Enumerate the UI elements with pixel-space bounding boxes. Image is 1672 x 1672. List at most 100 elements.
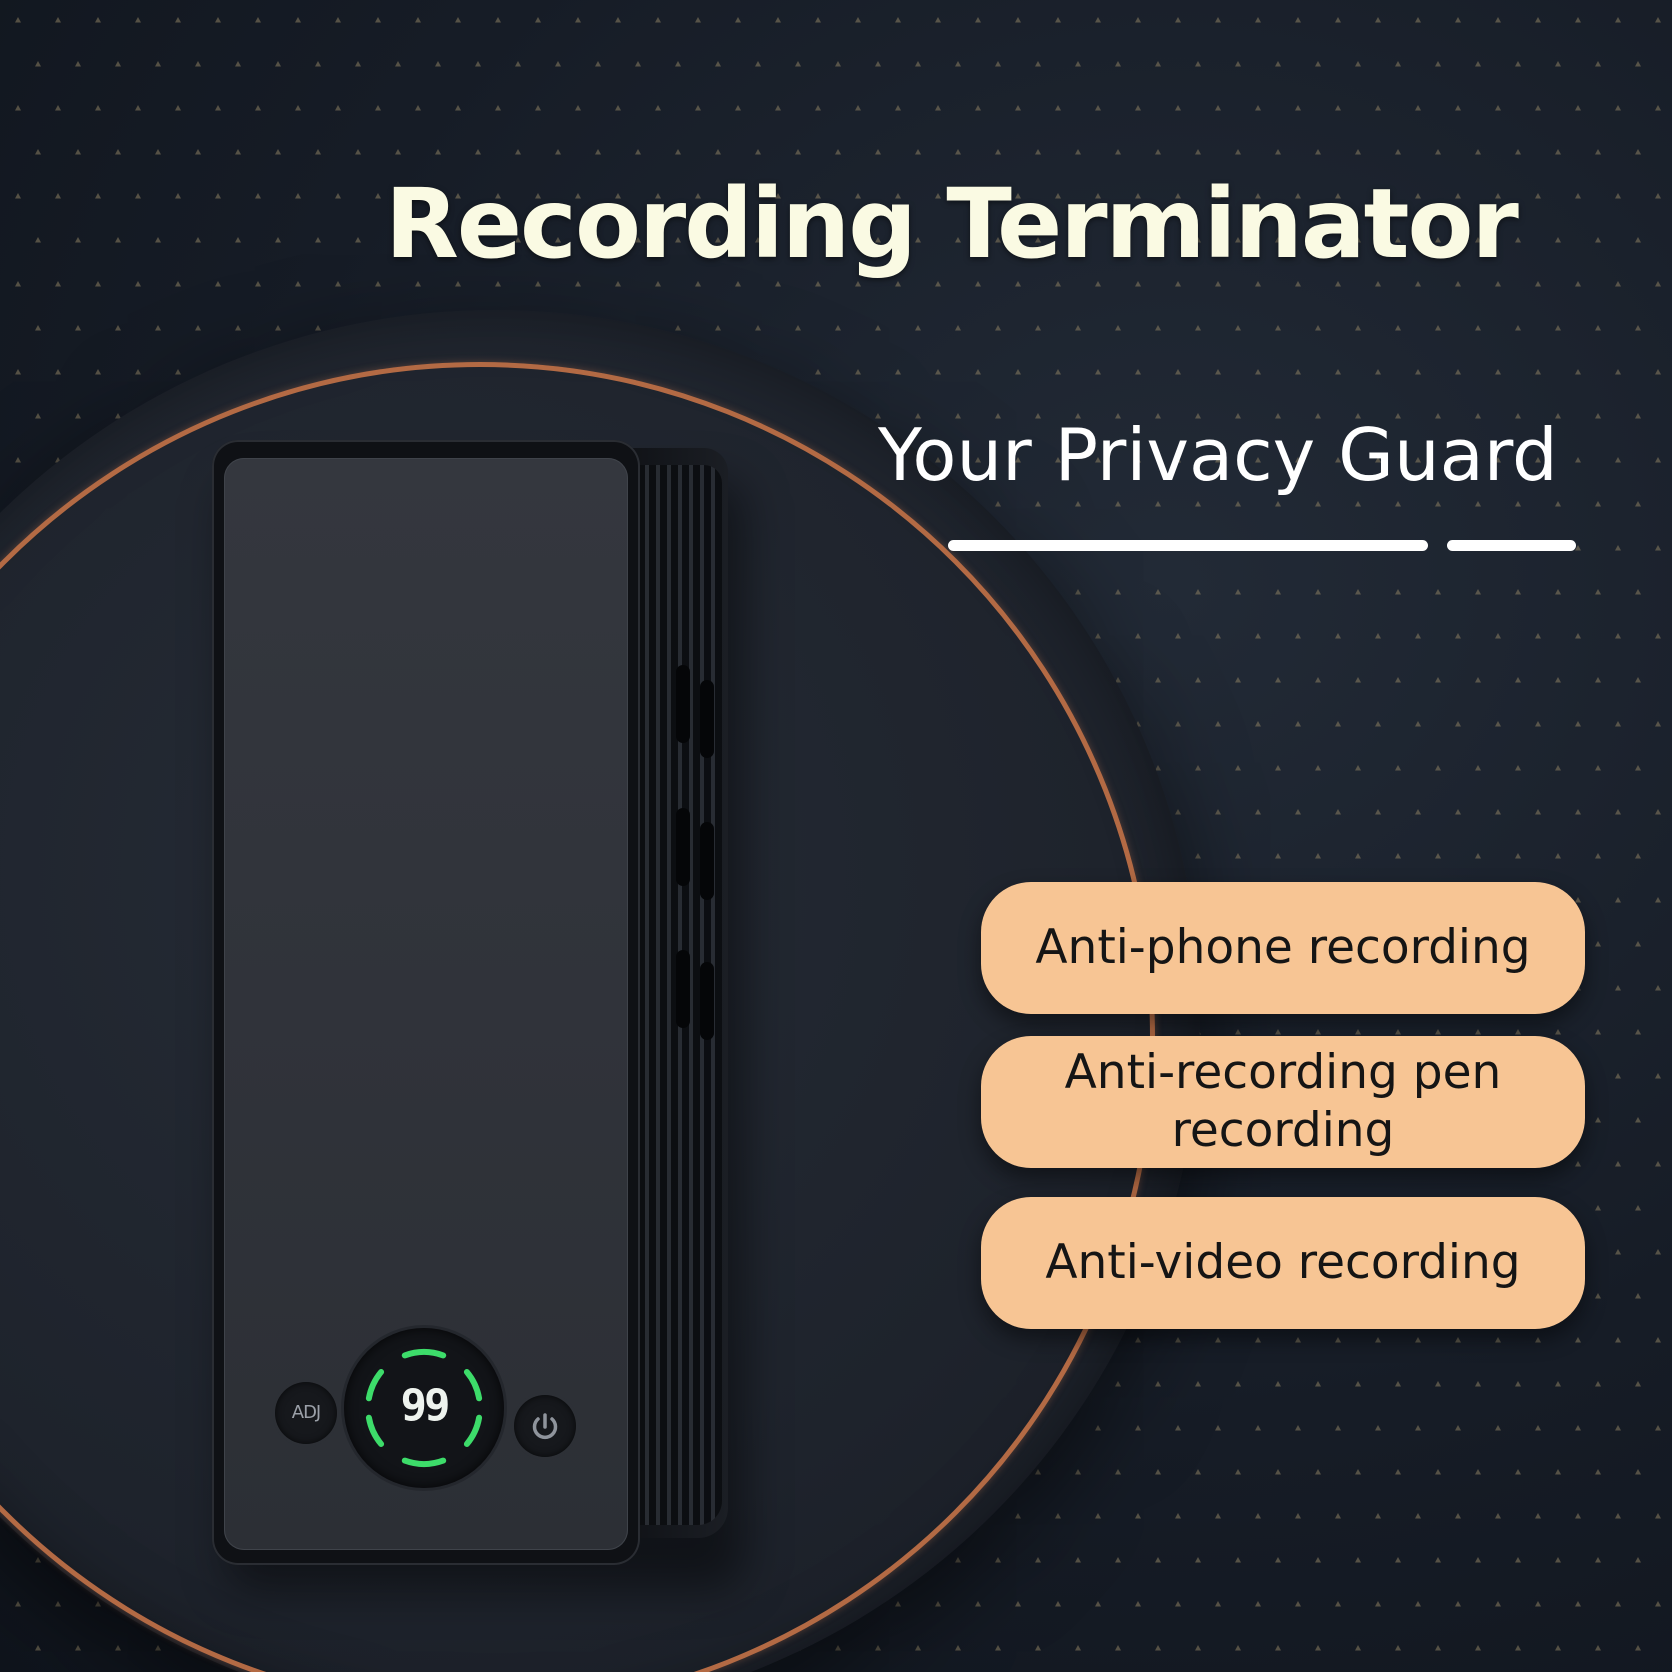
adj-button[interactable]: ADJ — [275, 1382, 337, 1444]
pattern-triangle — [1195, 61, 1201, 67]
pattern-triangle — [1315, 1557, 1321, 1563]
pattern-triangle — [1655, 105, 1661, 111]
pattern-triangle — [1595, 853, 1601, 859]
pattern-triangle — [1335, 1513, 1341, 1519]
pattern-triangle — [975, 281, 981, 287]
pattern-triangle — [1655, 1337, 1661, 1343]
pattern-triangle — [1515, 149, 1521, 155]
pattern-triangle — [1295, 1337, 1301, 1343]
pattern-triangle — [995, 237, 1001, 243]
pattern-triangle — [1035, 1469, 1041, 1475]
pattern-triangle — [1315, 149, 1321, 155]
pattern-triangle — [1115, 149, 1121, 155]
pattern-triangle — [1615, 1601, 1621, 1607]
pattern-triangle — [1175, 369, 1181, 375]
pattern-triangle — [295, 193, 301, 199]
pattern-triangle — [1155, 413, 1161, 419]
pattern-triangle — [915, 237, 921, 243]
pattern-triangle — [135, 369, 141, 375]
pattern-triangle — [1575, 721, 1581, 727]
pattern-triangle — [1575, 1601, 1581, 1607]
pattern-triangle — [715, 61, 721, 67]
pattern-triangle — [315, 61, 321, 67]
pattern-triangle — [15, 281, 21, 287]
pattern-triangle — [775, 193, 781, 199]
pattern-triangle — [1055, 457, 1061, 463]
pattern-triangle — [135, 193, 141, 199]
pattern-triangle — [1455, 633, 1461, 639]
pattern-triangle — [1475, 765, 1481, 771]
pattern-triangle — [875, 1645, 881, 1651]
pattern-triangle — [1635, 589, 1641, 595]
pattern-triangle — [635, 149, 641, 155]
pattern-triangle — [875, 149, 881, 155]
pattern-triangle — [1015, 1513, 1021, 1519]
pattern-triangle — [15, 369, 21, 375]
pattern-triangle — [75, 237, 81, 243]
pattern-triangle — [35, 413, 41, 419]
pattern-triangle — [1655, 1601, 1661, 1607]
pattern-triangle — [1395, 589, 1401, 595]
pattern-triangle — [1595, 325, 1601, 331]
pattern-triangle — [695, 105, 701, 111]
pattern-triangle — [1455, 457, 1461, 463]
pattern-triangle — [1655, 1073, 1661, 1079]
pattern-triangle — [615, 193, 621, 199]
pattern-triangle — [1275, 677, 1281, 683]
pattern-triangle — [1415, 457, 1421, 463]
pattern-triangle — [1235, 237, 1241, 243]
pattern-triangle — [955, 149, 961, 155]
pattern-triangle — [1215, 17, 1221, 23]
pattern-triangle — [1575, 1513, 1581, 1519]
pattern-triangle — [175, 281, 181, 287]
pattern-triangle — [1055, 17, 1061, 23]
pattern-triangle — [1295, 1425, 1301, 1431]
pattern-triangle — [975, 1601, 981, 1607]
pattern-triangle — [1235, 1381, 1241, 1387]
pattern-triangle — [1115, 677, 1121, 683]
pattern-triangle — [1415, 1601, 1421, 1607]
pattern-triangle — [935, 1601, 941, 1607]
pattern-triangle — [1295, 457, 1301, 463]
pattern-triangle — [1315, 237, 1321, 243]
pattern-triangle — [1135, 1513, 1141, 1519]
pattern-triangle — [1195, 325, 1201, 331]
pattern-triangle — [615, 105, 621, 111]
pattern-triangle — [1035, 501, 1041, 507]
pattern-triangle — [1315, 1381, 1321, 1387]
pattern-triangle — [1615, 17, 1621, 23]
pattern-triangle — [1135, 457, 1141, 463]
pattern-triangle — [15, 105, 21, 111]
pattern-triangle — [1475, 1557, 1481, 1563]
pattern-triangle — [1455, 193, 1461, 199]
pattern-triangle — [275, 325, 281, 331]
pattern-triangle — [1015, 17, 1021, 23]
pattern-triangle — [1555, 1645, 1561, 1651]
pattern-triangle — [935, 17, 941, 23]
pattern-triangle — [1015, 457, 1021, 463]
pattern-triangle — [1455, 105, 1461, 111]
pattern-triangle — [1355, 765, 1361, 771]
pattern-triangle — [1335, 1425, 1341, 1431]
pattern-triangle — [1235, 589, 1241, 595]
pattern-triangle — [1535, 105, 1541, 111]
pattern-triangle — [1615, 1513, 1621, 1519]
banner-subtitle: Your Privacy Guard — [878, 413, 1558, 497]
pattern-triangle — [1175, 1601, 1181, 1607]
pattern-triangle — [835, 237, 841, 243]
pattern-triangle — [1035, 61, 1041, 67]
pattern-triangle — [655, 17, 661, 23]
pattern-triangle — [95, 105, 101, 111]
pattern-triangle — [1595, 237, 1601, 243]
pattern-triangle — [1215, 721, 1221, 727]
pattern-triangle — [1495, 281, 1501, 287]
pattern-triangle — [1295, 17, 1301, 23]
pattern-triangle — [1175, 193, 1181, 199]
pattern-triangle — [1355, 149, 1361, 155]
pattern-triangle — [155, 149, 161, 155]
power-button[interactable] — [514, 1395, 576, 1457]
pattern-triangle — [1375, 633, 1381, 639]
pattern-triangle — [775, 17, 781, 23]
side-slot — [700, 680, 714, 758]
pattern-triangle — [1215, 1513, 1221, 1519]
